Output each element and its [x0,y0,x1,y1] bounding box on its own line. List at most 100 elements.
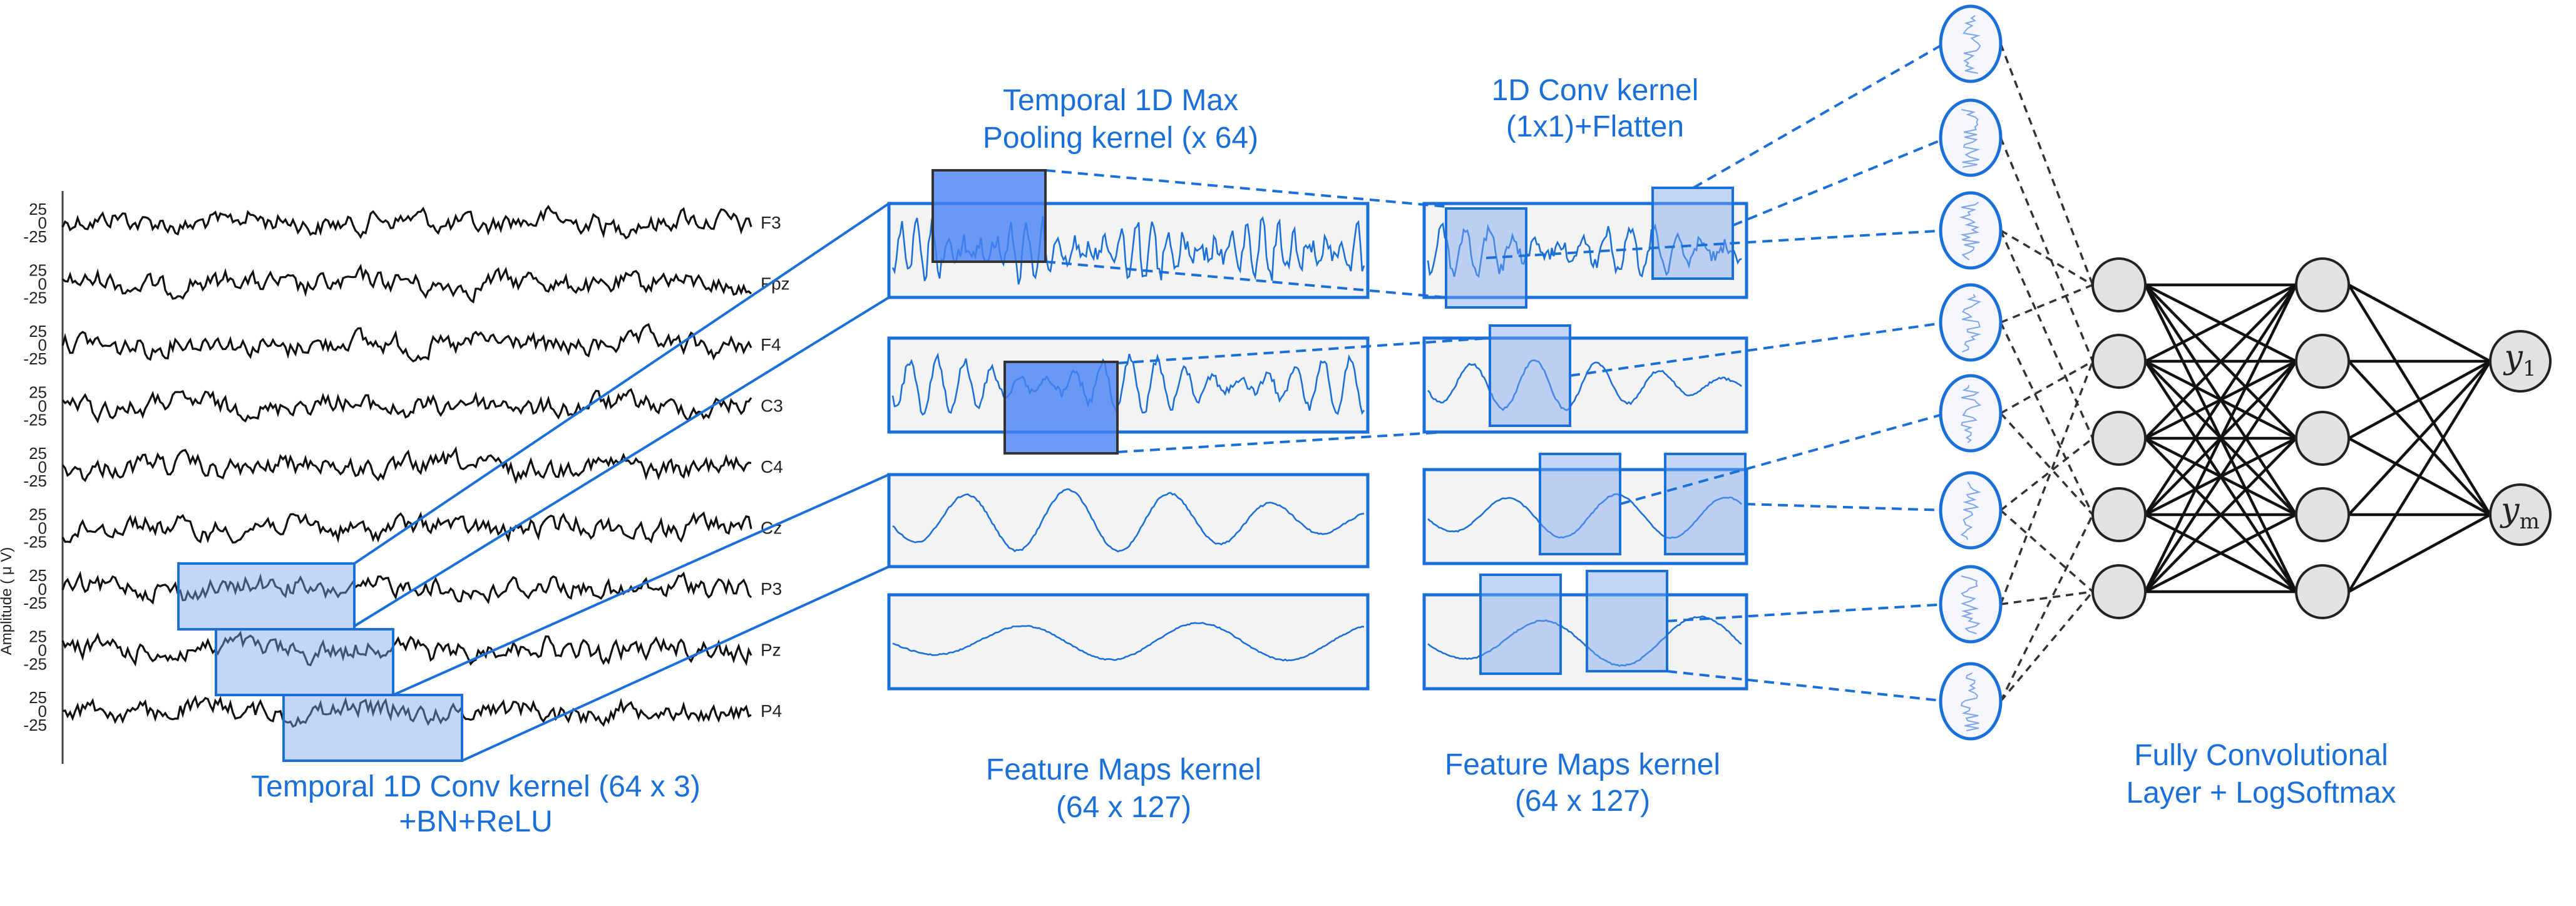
unit-signal [1959,202,1980,260]
feature-map-2-2 [1422,336,1748,434]
tick-label: 25 [29,200,47,219]
fc-link [2144,284,2297,440]
pool-kernel-2 [1003,361,1119,455]
wave-2-1 [1427,222,1742,278]
ellipse-to-neuron-link [1999,361,2094,605]
tick-label: 25 [29,261,47,280]
wave-1-4 [892,622,1365,662]
unit-signal [1960,575,1981,634]
tick-label: -25 [23,716,47,734]
ellipse-to-neuron-link [2000,590,2093,605]
flattened-unit [1939,98,2003,177]
unit-signal [1961,384,1982,443]
flattened-unit [1939,4,2003,83]
fc-link [2144,284,2297,516]
caption-fc-line1: Fully Convolutional [2134,739,2388,772]
conv-kernel-1 [177,562,356,631]
caption-pool-line1: Temporal 1D Max [1003,84,1238,117]
fc-link [2348,284,2491,363]
wave-2-2 [1427,359,1742,411]
tick-label: 0 [38,336,47,354]
tick-label: 0 [38,702,47,721]
unit-signal [1963,15,1981,74]
fc-neuron [2295,487,2350,542]
channel-label: Fpz [761,274,790,294]
ellipse-to-neuron-link [2000,284,2093,324]
caption-fc-line2: Layer + LogSoftmax [2127,776,2396,810]
caption-conv-line1: Temporal 1D Conv kernel (64 x 3) [251,770,700,803]
eeg-trace-f3 [61,205,752,240]
channel-label: P3 [761,579,782,599]
pool-kernel-1 [931,169,1047,263]
tick-label: 0 [38,641,47,660]
feature-map-2-1 [1422,202,1748,299]
fc-link [2348,360,2491,440]
fc-link [2144,283,2297,363]
eeg-panel: Amplitude ( μ V) 250-25250-25250-25250-2… [0,191,790,764]
unit-signal [1960,672,1979,731]
tick-label: 25 [29,322,47,341]
eeg-tick-labels: 250-25250-25250-25250-25250-25250-25250-… [23,200,47,734]
conv1x1-kernel-7 [1586,570,1668,672]
ellipse-to-neuron-link [1999,437,2094,512]
fc-neuron [2295,411,2350,466]
tick-label: 25 [29,566,47,585]
fc-connections [2143,283,2491,594]
ellipse-to-neuron-link [1999,509,2094,593]
fc-neuron [2091,487,2147,542]
eeg-trace-p3 [61,570,752,605]
conv-connectors [353,202,890,762]
eeg-trace-pz [61,631,752,667]
conv1x1-kernel-6 [1479,574,1562,675]
channel-label: F4 [761,335,781,354]
fc-link [2144,360,2297,593]
channel-label: C4 [761,457,783,476]
conv1x1-kernel-4 [1539,453,1621,555]
channel-label: F3 [761,213,781,232]
ellipse-to-neuron-link [2000,229,2093,286]
caption-pool-line2: Pooling kernel (x 64) [983,121,1258,155]
wave-1-2 [891,353,1365,416]
tick-label: -25 [23,349,47,368]
channel-label: Pz [761,641,781,660]
ellipse-to-fc-connectors [1999,43,2094,703]
tick-label: 25 [29,505,47,524]
tick-label: 25 [29,383,47,402]
tick-label: 0 [38,214,47,232]
eeg-trace-p4 [62,694,752,728]
fc-neuron [2091,257,2147,312]
conv1x1-kernel-5 [1664,453,1747,555]
fc-link [2348,513,2491,593]
flattened-units [1939,4,2003,741]
wave-2-3 [1427,493,1742,539]
conv-kernel-2 [215,628,394,696]
fc-neuron [2091,411,2147,466]
fc-neuron [2295,564,2350,619]
eeg-trace-c4 [61,446,752,485]
ellipse-to-neuron-link [1999,43,2094,286]
eeg-trace-cz [61,511,752,544]
caption-conv1x1-line2: (1x1)+Flatten [1506,110,1684,143]
fc-link [2144,437,2297,593]
conv-kernel-3 [282,694,463,762]
output-neuron [2489,330,2552,393]
eeg-trace-c3 [61,388,752,424]
channel-label: P4 [761,701,782,721]
pooling-connectors [1045,169,1491,453]
flattened-unit [1939,283,2003,362]
fc-link [2143,284,2298,592]
flattened-unit [1939,565,2003,644]
caption-conv-line2: +BN+ReLU [399,805,552,838]
ellipse-to-neuron-link [2000,360,2093,414]
flattened-unit [1939,191,2003,270]
feature-map-2-3 [1422,468,1748,565]
ellipse-to-neuron-link [1999,322,2094,515]
tick-label: -25 [23,289,47,307]
tick-label: 0 [38,458,47,476]
output-y1: y1 [2503,339,2536,381]
caption-fmaps2-line1: Feature Maps kernel [1445,748,1720,781]
feature-map-1-4 [887,593,1370,691]
channel-label: C3 [761,396,783,416]
flattened-unit [1939,471,2003,550]
